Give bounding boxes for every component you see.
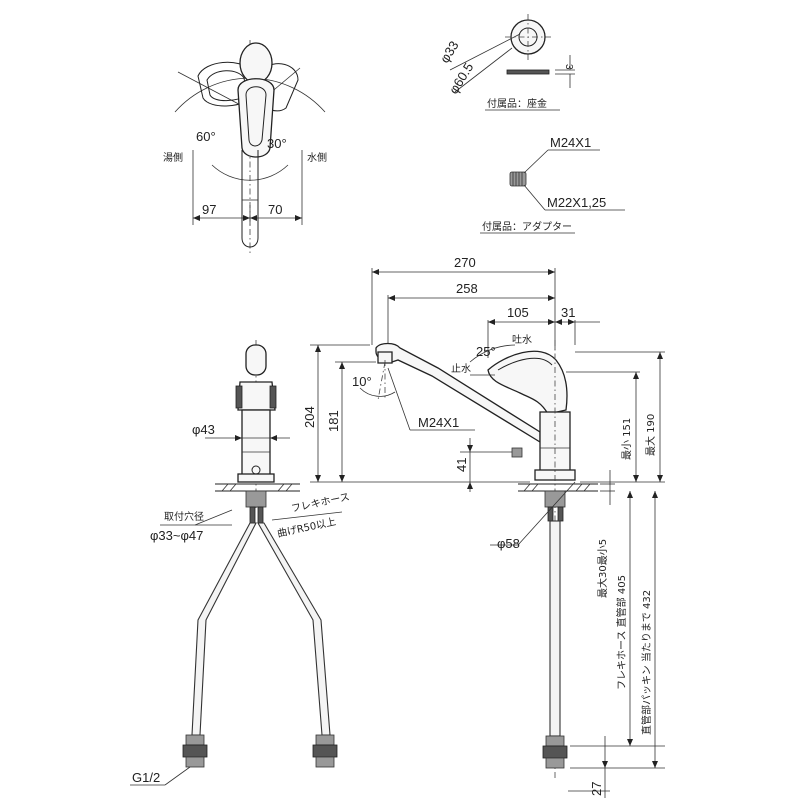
accessory-adapter-label: 付属品：アダプター [482, 220, 572, 233]
dim-min-151-label: 最小 151 [621, 418, 633, 460]
front-view: φ43 取付穴径 φ33~φ47 フレキホース 曲げR50以上 G1/2 [130, 340, 351, 786]
spout-thread-label: M24X1 [418, 415, 459, 430]
hot-side-label: 湯側 [163, 151, 183, 164]
angle-60-label: 60° [196, 129, 216, 144]
angle-30-label: 30° [267, 136, 287, 151]
dim-204-label: 204 [302, 406, 317, 428]
base-dia-58-label: φ58 [497, 536, 520, 551]
front-dia-43-label: φ43 [192, 422, 215, 437]
seat-washer-detail: 3 φ33 φ60.5 付属品：座金 [437, 14, 575, 111]
dim-258-label: 258 [456, 281, 478, 296]
dim-270-label: 270 [454, 255, 476, 270]
seat-thickness-label: 3 [563, 64, 574, 70]
adapter-top-thread-label: M24X1 [550, 135, 591, 150]
dim-41-label: 41 [454, 458, 469, 472]
bend-radius-label: 曲げR50以上 [276, 516, 337, 540]
accessory-seat-label: 付属品：座金 [487, 97, 547, 110]
adapter-bottom-thread-label: M22X1,25 [547, 195, 606, 210]
thread-g12-label: G1/2 [132, 770, 160, 785]
thickness-range-label: 最大30最小5 [596, 539, 609, 598]
cold-side-label: 水側 [307, 151, 327, 164]
side-view: 270 258 105 31 25° 吐水 止水 10 [302, 255, 665, 798]
packing-length-label: 直管部パッキン 当たりまで 432 [640, 590, 653, 735]
hose-length-label: フレキホース 直管部 405 [615, 575, 628, 690]
flex-hose-label: フレキホース [290, 491, 351, 515]
dia-33-label: φ33 [437, 38, 462, 65]
adapter-detail: M24X1 M22X1,25 付属品：アダプター [480, 135, 625, 234]
dim-181-label: 181 [326, 410, 341, 432]
dim-105-label: 105 [507, 305, 529, 320]
angle-25-label: 25° [476, 344, 496, 359]
dia-605-label: φ60.5 [446, 60, 477, 97]
angle-10-label: 10° [352, 374, 372, 389]
mount-hole-range-label: φ33~φ47 [150, 528, 203, 543]
discharge-label: 吐水 [512, 334, 532, 346]
dim-31-label: 31 [561, 305, 575, 320]
width-97-label: 97 [202, 202, 216, 217]
stop-label: 止水 [451, 363, 471, 375]
dim-max-190-label: 最大 190 [644, 414, 657, 456]
width-70-label: 70 [268, 202, 282, 217]
top-view-handle: 97 70 60° 30° 湯側 水側 [163, 40, 327, 255]
dim-27-label: 27 [589, 782, 604, 796]
mount-hole-label: 取付穴径 [164, 510, 204, 523]
